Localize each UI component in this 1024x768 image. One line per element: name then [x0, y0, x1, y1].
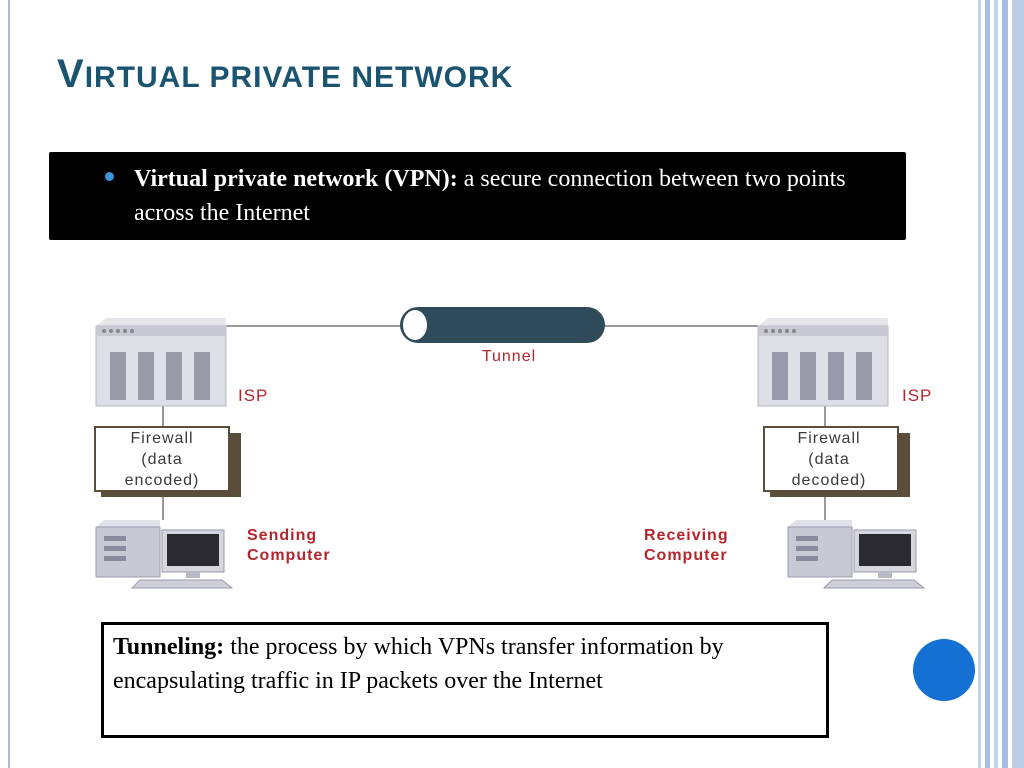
right-firewall-line-2: (data — [808, 451, 849, 468]
tunneling-term: Tunneling: — [113, 634, 225, 660]
definition-text: Virtual private network (VPN): a secure … — [134, 162, 874, 230]
sending-computer-label-2: Computer — [247, 547, 331, 564]
sending-computer-icon — [95, 520, 234, 589]
definition-body: a secure connection between two points a… — [134, 166, 846, 226]
left-firewall-line-3: encoded) — [125, 472, 200, 489]
right-decorative-stripes — [978, 0, 1024, 768]
receiving-computer-label-2: Computer — [644, 547, 728, 564]
tunneling-box — [101, 622, 829, 738]
right-firewall-box — [763, 426, 910, 497]
right-firewall-line-3: decoded) — [792, 472, 867, 489]
right-firewall-line-1: Firewall — [797, 430, 860, 447]
left-isp-server-icon — [95, 318, 227, 407]
tunneling-text: Tunneling: the process by which VPNs tra… — [113, 630, 813, 698]
left-firewall-box — [94, 426, 241, 497]
right-isp-server-icon — [757, 318, 889, 407]
tunneling-body: the process by which VPNs transfer infor… — [113, 634, 724, 694]
bullet-icon — [105, 172, 114, 181]
tunnel-icon — [400, 307, 605, 343]
vpn-diagram: Tunnel ISP ISP Firewall (data encoded) F… — [94, 307, 932, 589]
right-isp-label: ISP — [902, 386, 932, 405]
page-title: VIRTUAL PRIVATE NETWORK — [57, 52, 514, 96]
definition-box — [49, 152, 906, 240]
decorative-circle-icon — [913, 639, 975, 701]
left-firewall-line-2: (data — [141, 451, 182, 468]
left-frame-line — [8, 0, 10, 768]
receiving-computer-icon — [787, 520, 926, 589]
left-isp-label: ISP — [238, 386, 268, 405]
tunnel-label: Tunnel — [482, 348, 536, 365]
sending-computer-label-1: Sending — [247, 527, 317, 544]
definition-term: Virtual private network (VPN): — [134, 166, 458, 192]
receiving-computer-label-1: Receiving — [644, 527, 729, 544]
left-firewall-line-1: Firewall — [130, 430, 193, 447]
